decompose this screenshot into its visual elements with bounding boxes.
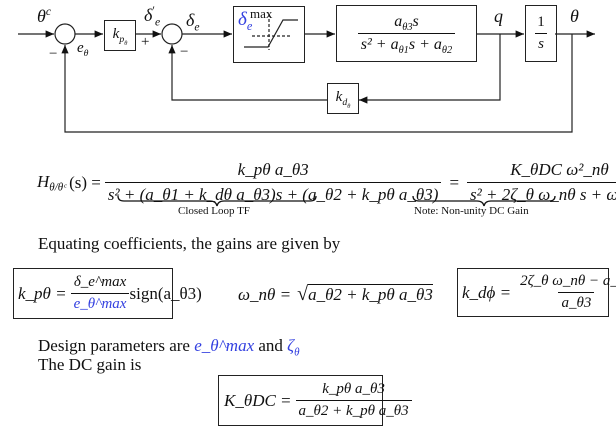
q-label: q <box>494 6 503 26</box>
sum2-plus: + <box>141 34 150 50</box>
rate-feedback-wire <box>359 34 501 104</box>
underbrace-standard-form <box>412 195 556 207</box>
tf-lhs-subscript: θ/θᶜ <box>49 181 67 194</box>
design-parameters-text: Design parameters are e_θ^max and ζθ <box>38 336 300 359</box>
block-diagram-wires <box>18 14 595 133</box>
delta-prime-label: δ′e <box>144 4 161 29</box>
saturation-max: max <box>250 6 273 21</box>
saturation-block: δe max <box>233 6 305 63</box>
delta-label: δe <box>186 10 200 34</box>
equating-text: Equating coefficients, the gains are giv… <box>38 234 341 253</box>
input-label: θc <box>37 5 52 26</box>
underbrace-closed-loop <box>117 195 317 207</box>
closed-loop-tf-label: Closed Loop TF <box>178 205 250 217</box>
inner-feedback-wire <box>168 45 327 101</box>
summing-junction-2 <box>161 23 183 45</box>
kd-gain-box: k_dϕ = 2ζ_θ ω_nθ − a_θ1a_θ3 <box>457 268 616 317</box>
kd-block: kdθ <box>327 83 359 114</box>
sum2-minus: − <box>180 44 189 60</box>
tf-lhs: H <box>37 172 50 192</box>
kp-block: kpθ <box>104 20 136 51</box>
natural-frequency-equation: ω_nθ =√a_θ2 + k_pθ a_θ3 <box>238 283 433 305</box>
underbraces <box>117 195 556 207</box>
tf-lhs-group: Hθ/θᶜ <box>37 171 66 193</box>
outer-feedback-wire <box>61 34 573 133</box>
saturation-symbol: δe <box>238 9 253 33</box>
dc-gain-text: The DC gain is <box>38 355 142 374</box>
non-unity-dc-note: Note: Non-unity DC Gain <box>414 205 529 217</box>
saturation-curve <box>244 19 298 48</box>
error-label: eθ <box>77 40 89 59</box>
summing-junction-1 <box>54 23 76 45</box>
output-label: θ <box>570 6 579 26</box>
sum1-minus: − <box>49 46 58 62</box>
